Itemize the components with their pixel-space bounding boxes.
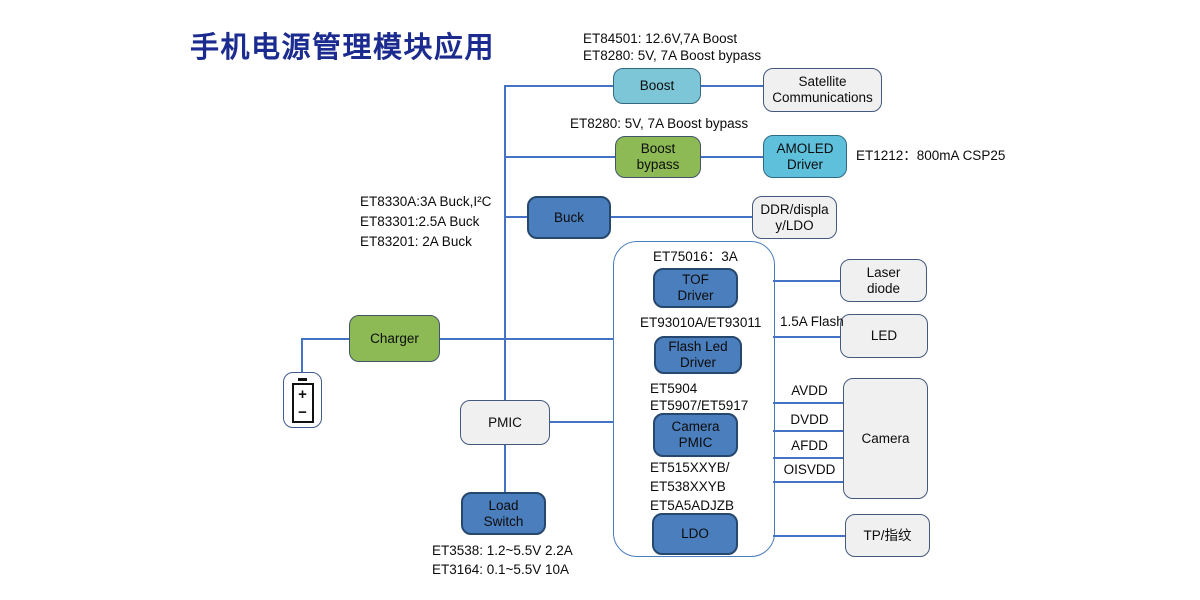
block-label-tof-driver: TOF Driver	[677, 272, 714, 303]
block-tp-fingerprint: TP/指纹	[845, 514, 930, 557]
block-label-charger: Charger	[370, 330, 419, 346]
connector-line	[504, 445, 506, 492]
connector-line	[440, 338, 613, 340]
annotation-buck-note: ET8330A:3A Buck,I²C ET83301:2.5A Buck ET…	[360, 194, 492, 249]
block-ldo: LDO	[652, 513, 738, 555]
annotation-rail-afdd: AFDD	[791, 438, 828, 453]
battery-terminal	[298, 378, 307, 381]
connector-line	[773, 430, 843, 432]
connector-line	[504, 85, 506, 400]
block-camera: Camera	[843, 378, 928, 499]
connector-line	[301, 338, 349, 340]
connector-line	[550, 421, 613, 423]
block-label-flash-led-driver: Flash Led Driver	[668, 339, 728, 370]
block-ddr-display-ldo: DDR/display/LDO	[752, 196, 837, 239]
block-label-tp-fingerprint: TP/指纹	[863, 527, 912, 543]
block-label-load-switch: Load Switch	[483, 497, 524, 529]
connector-line	[773, 280, 840, 282]
block-boost: Boost	[613, 68, 701, 104]
connector-line	[504, 156, 615, 158]
connector-line	[773, 457, 843, 459]
annotation-rail-oisvdd: OISVDD	[783, 462, 836, 477]
block-label-pmic: PMIC	[488, 414, 522, 430]
block-led: LED	[840, 314, 928, 358]
annotation-tof-driver-note: ET75016：3A	[653, 249, 738, 264]
block-label-boost-bypass: Boost bypass	[636, 141, 680, 172]
annotation-flash-current-label: 1.5A Flash	[780, 314, 844, 329]
block-label-amoled-driver: AMOLED Driver	[776, 140, 834, 172]
connector-line	[301, 338, 303, 372]
annotation-load-switch-note: ET3538: 1.2~5.5V 2.2A ET3164: 0.1~5.5V 1…	[432, 543, 573, 577]
block-label-ldo: LDO	[681, 526, 709, 542]
block-amoled-driver: AMOLED Driver	[763, 135, 847, 178]
block-load-switch: Load Switch	[461, 492, 546, 535]
annotation-flash-led-note: ET93010A/ET93011	[640, 315, 762, 330]
block-satellite-communications: Satellite Communications	[763, 68, 882, 112]
connector-line	[701, 156, 763, 158]
block-label-satellite-communications: Satellite Communications	[772, 74, 873, 105]
battery-plus-label: +	[298, 385, 307, 403]
block-tof-driver: TOF Driver	[653, 268, 738, 308]
block-label-buck: Buck	[553, 209, 584, 225]
block-flash-led-driver: Flash Led Driver	[654, 336, 742, 374]
block-charger: Charger	[349, 315, 440, 362]
annotation-amoled-note: ET1212：800mA CSP25	[856, 148, 1006, 163]
connector-line	[773, 481, 843, 483]
block-label-boost: Boost	[639, 78, 675, 94]
connector-line	[504, 216, 527, 218]
connector-line	[773, 535, 845, 537]
block-label-ddr-display-ldo: DDR/display/LDO	[760, 201, 829, 233]
block-pmic: PMIC	[460, 400, 550, 445]
annotation-ldo-note: ET515XXYB/ ET538XXYB ET5A5ADJZB	[650, 460, 735, 513]
annotation-boost-bypass-note: ET8280: 5V, 7A Boost bypass	[570, 116, 749, 131]
connector-line	[611, 216, 752, 218]
annotation-rail-dvdd: DVDD	[790, 412, 829, 427]
block-label-camera-pmic: Camera PMIC	[671, 419, 720, 450]
battery-icon: + −	[283, 372, 322, 428]
block-buck: Buck	[527, 196, 611, 239]
annotation-boost-note: ET84501: 12.6V,7A Boost ET8280: 5V, 7A B…	[583, 31, 762, 63]
connector-line	[773, 402, 843, 404]
page-title: 手机电源管理模块应用	[190, 32, 496, 64]
connector-line	[701, 85, 763, 87]
block-laser-diode: Laser diode	[840, 259, 927, 302]
block-boost-bypass: Boost bypass	[615, 136, 701, 178]
annotation-rail-avdd: AVDD	[791, 383, 828, 398]
block-label-laser-diode: Laser diode	[866, 264, 901, 296]
connector-line	[504, 85, 613, 87]
block-label-led: LED	[870, 328, 898, 344]
annotation-camera-pmic-note: ET5904 ET5907/ET5917	[650, 381, 749, 413]
block-camera-pmic: Camera PMIC	[653, 413, 738, 457]
battery-body: + −	[291, 383, 314, 423]
connector-line	[773, 336, 840, 338]
block-label-camera: Camera	[861, 430, 910, 446]
battery-minus-label: −	[298, 403, 307, 421]
